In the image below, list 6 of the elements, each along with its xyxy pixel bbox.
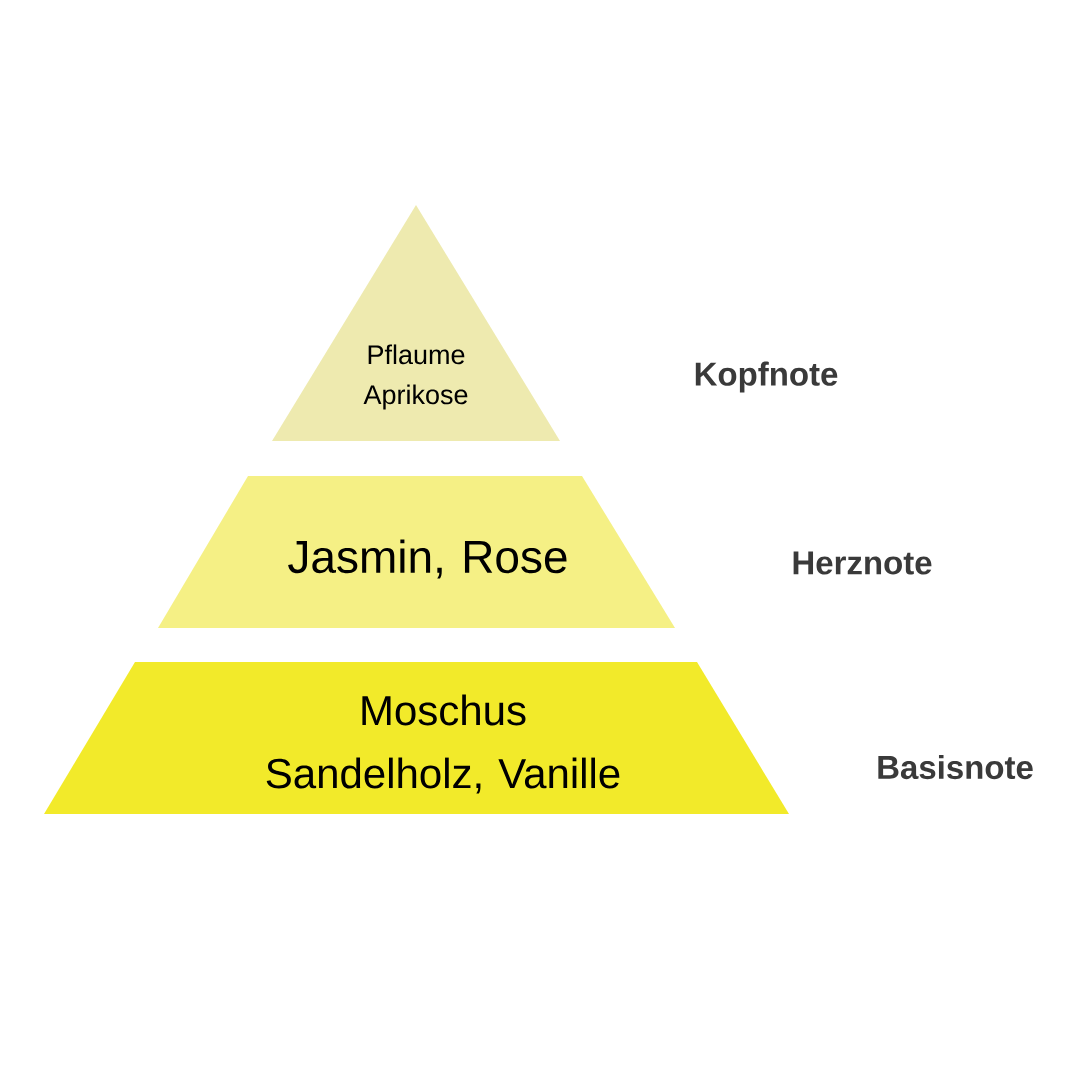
note-label: Kopfnote [695, 361, 838, 393]
note-label: Herznote [793, 551, 932, 575]
pyramid-tier: Moschus Sandelholz, Vanille [44, 662, 789, 814]
pyramid-tier: Jasmin, Rose [158, 476, 675, 628]
pyramid-tier: Pflaume Aprikose [272, 205, 560, 441]
note-label: Basisnote [878, 754, 1033, 780]
